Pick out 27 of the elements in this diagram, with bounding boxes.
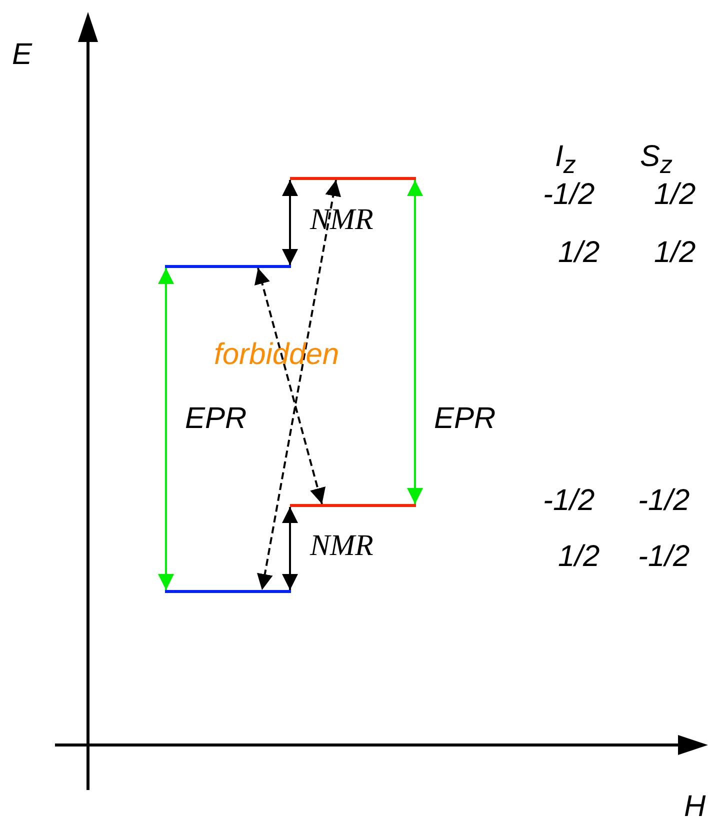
- axis-label: H: [684, 790, 706, 824]
- edge-label: EPR: [185, 403, 247, 435]
- spin-value: -1/2: [638, 484, 690, 518]
- column-header: I$_{z}$: [555, 140, 576, 181]
- spin-value: 1/2: [558, 540, 600, 574]
- spin-value: 1/2: [558, 236, 600, 270]
- dashed-arrow: [254, 268, 326, 504]
- double-arrow: [158, 268, 174, 590]
- double-arrow: [282, 507, 298, 590]
- spin-value: -1/2: [638, 540, 690, 574]
- spin-value: 1/2: [654, 178, 696, 212]
- double-arrow: [282, 180, 298, 265]
- spin-value: -1/2: [543, 484, 595, 518]
- edge-label: NMR: [310, 204, 374, 236]
- spin-value: -1/2: [543, 178, 595, 212]
- energy-level-line: [165, 590, 291, 593]
- transition-label: forbidden: [214, 338, 340, 372]
- energy-level-line: [165, 265, 291, 268]
- energy-level-line: [290, 504, 416, 507]
- energy-level-line: [290, 177, 416, 180]
- axis-label: E: [12, 38, 32, 72]
- edge-label: EPR: [434, 403, 496, 435]
- spin-value: 1/2: [654, 236, 696, 270]
- dashed-arrow: [256, 180, 342, 590]
- edge-label: NMR: [310, 530, 374, 562]
- double-arrow: [407, 180, 423, 504]
- column-header: S$_{z}$: [640, 140, 673, 181]
